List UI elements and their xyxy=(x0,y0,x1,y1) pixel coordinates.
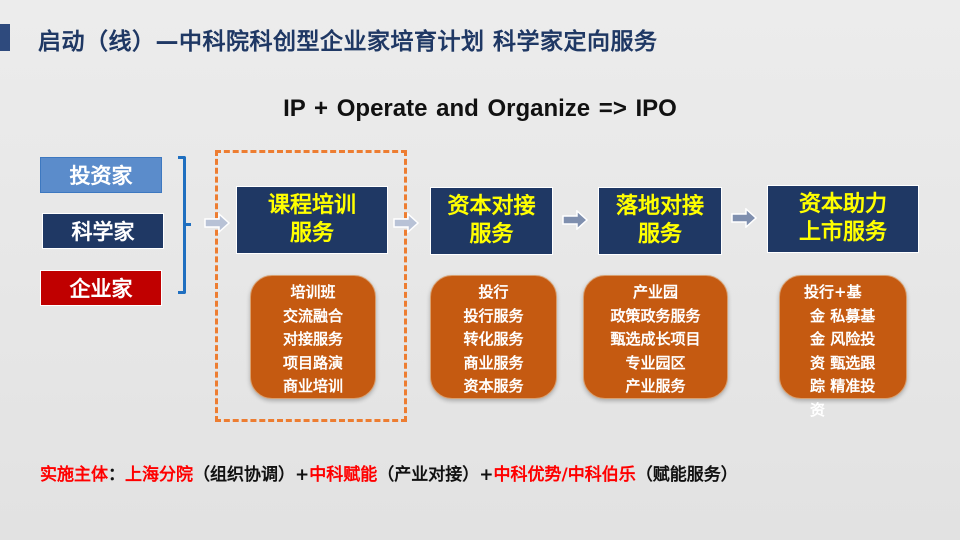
stage-head-training: 课程培训服务 xyxy=(236,186,388,254)
stage-head-landing: 落地对接服务 xyxy=(598,187,722,255)
arrow-right-icon xyxy=(393,213,419,233)
detail-item: 甄选成长项目 xyxy=(610,330,701,348)
grouping-bracket xyxy=(178,156,191,294)
stage-detail-landing: 产业园 政策政务服务 甄选成长项目 专业园区 产业服务 xyxy=(583,275,728,399)
detail-item: 金 风险投 xyxy=(810,330,876,348)
detail-item: 培训班 xyxy=(290,283,336,301)
stage-head-capital: 资本对接服务 xyxy=(430,187,553,255)
stage-title-line: 服务 xyxy=(637,222,682,247)
footer-org: 中科优势/中科伯乐 xyxy=(493,465,636,485)
detail-item: 对接服务 xyxy=(282,330,343,348)
detail-item: 商业培训 xyxy=(282,377,343,395)
detail-item: 项目路演 xyxy=(282,353,343,372)
footer-label: 实施主体 xyxy=(40,465,108,485)
footer-role: （产业对接）+ xyxy=(377,465,494,485)
stage-title-line: 资本对接 xyxy=(447,194,536,219)
detail-item: 产业服务 xyxy=(625,377,686,395)
stage-head-ipo: 资本助力上市服务 xyxy=(767,185,919,253)
stage-title-line: 资本助力 xyxy=(798,192,887,217)
highlight-dashed-frame xyxy=(215,150,407,422)
stage-detail-training: 培训班 交流融合 对接服务 项目路演 商业培训 xyxy=(250,275,376,399)
detail-item: 资 甄选跟 xyxy=(810,353,876,372)
detail-item: 金 私募基 xyxy=(810,306,876,325)
implementation-footer: 实施主体：上海分院（组织协调）+中科赋能（产业对接）+中科优势/中科伯乐（赋能服… xyxy=(40,460,738,485)
stage-title-line: 课程培训 xyxy=(267,193,356,218)
detail-item: 投行 xyxy=(478,283,509,301)
footer-org: 上海分院 xyxy=(125,465,193,485)
detail-item: 转化服务 xyxy=(463,330,524,348)
stage-title-line: 服务 xyxy=(289,221,334,246)
detail-item: 投行服务 xyxy=(463,306,524,325)
stage-title-line: 上市服务 xyxy=(798,220,887,245)
arrow-right-icon xyxy=(204,213,230,233)
detail-item: 踪 精准投 xyxy=(810,377,876,395)
role-entrepreneur: 企业家 xyxy=(40,270,162,306)
detail-item: 专业园区 xyxy=(625,353,686,372)
arrow-right-icon xyxy=(731,208,757,228)
footer-role: （赋能服务） xyxy=(635,465,738,485)
footer-colon: ： xyxy=(108,465,125,485)
formula-heading: IP + Operate and Organize => IPO xyxy=(283,95,677,122)
role-scientist: 科学家 xyxy=(42,213,164,249)
footer-org: 中科赋能 xyxy=(309,465,378,485)
role-investor: 投资家 xyxy=(40,157,162,193)
stage-detail-capital: 投行 投行服务 转化服务 商业服务 资本服务 xyxy=(430,275,557,399)
detail-item: 产业园 xyxy=(632,283,678,301)
detail-item: 资 xyxy=(810,400,826,419)
detail-item: 交流融合 xyxy=(282,306,343,325)
stage-detail-ipo: 投行+基 金 私募基 金 风险投 资 甄选跟 踪 精准投 资 xyxy=(779,275,907,419)
stage-title-line: 落地对接 xyxy=(615,194,704,219)
detail-item: 商业服务 xyxy=(463,353,524,372)
stage-title-line: 服务 xyxy=(469,222,514,247)
slide-title: 启动（线）—中科院科创型企业家培育计划 科学家定向服务 xyxy=(38,29,658,55)
footer-role: （组织协调）+ xyxy=(193,465,310,485)
detail-item: 资本服务 xyxy=(463,377,524,395)
title-accent-bar xyxy=(0,24,10,51)
detail-item: 投行+基 xyxy=(804,283,862,301)
detail-item: 政策政务服务 xyxy=(610,306,701,325)
arrow-right-icon xyxy=(562,210,588,230)
